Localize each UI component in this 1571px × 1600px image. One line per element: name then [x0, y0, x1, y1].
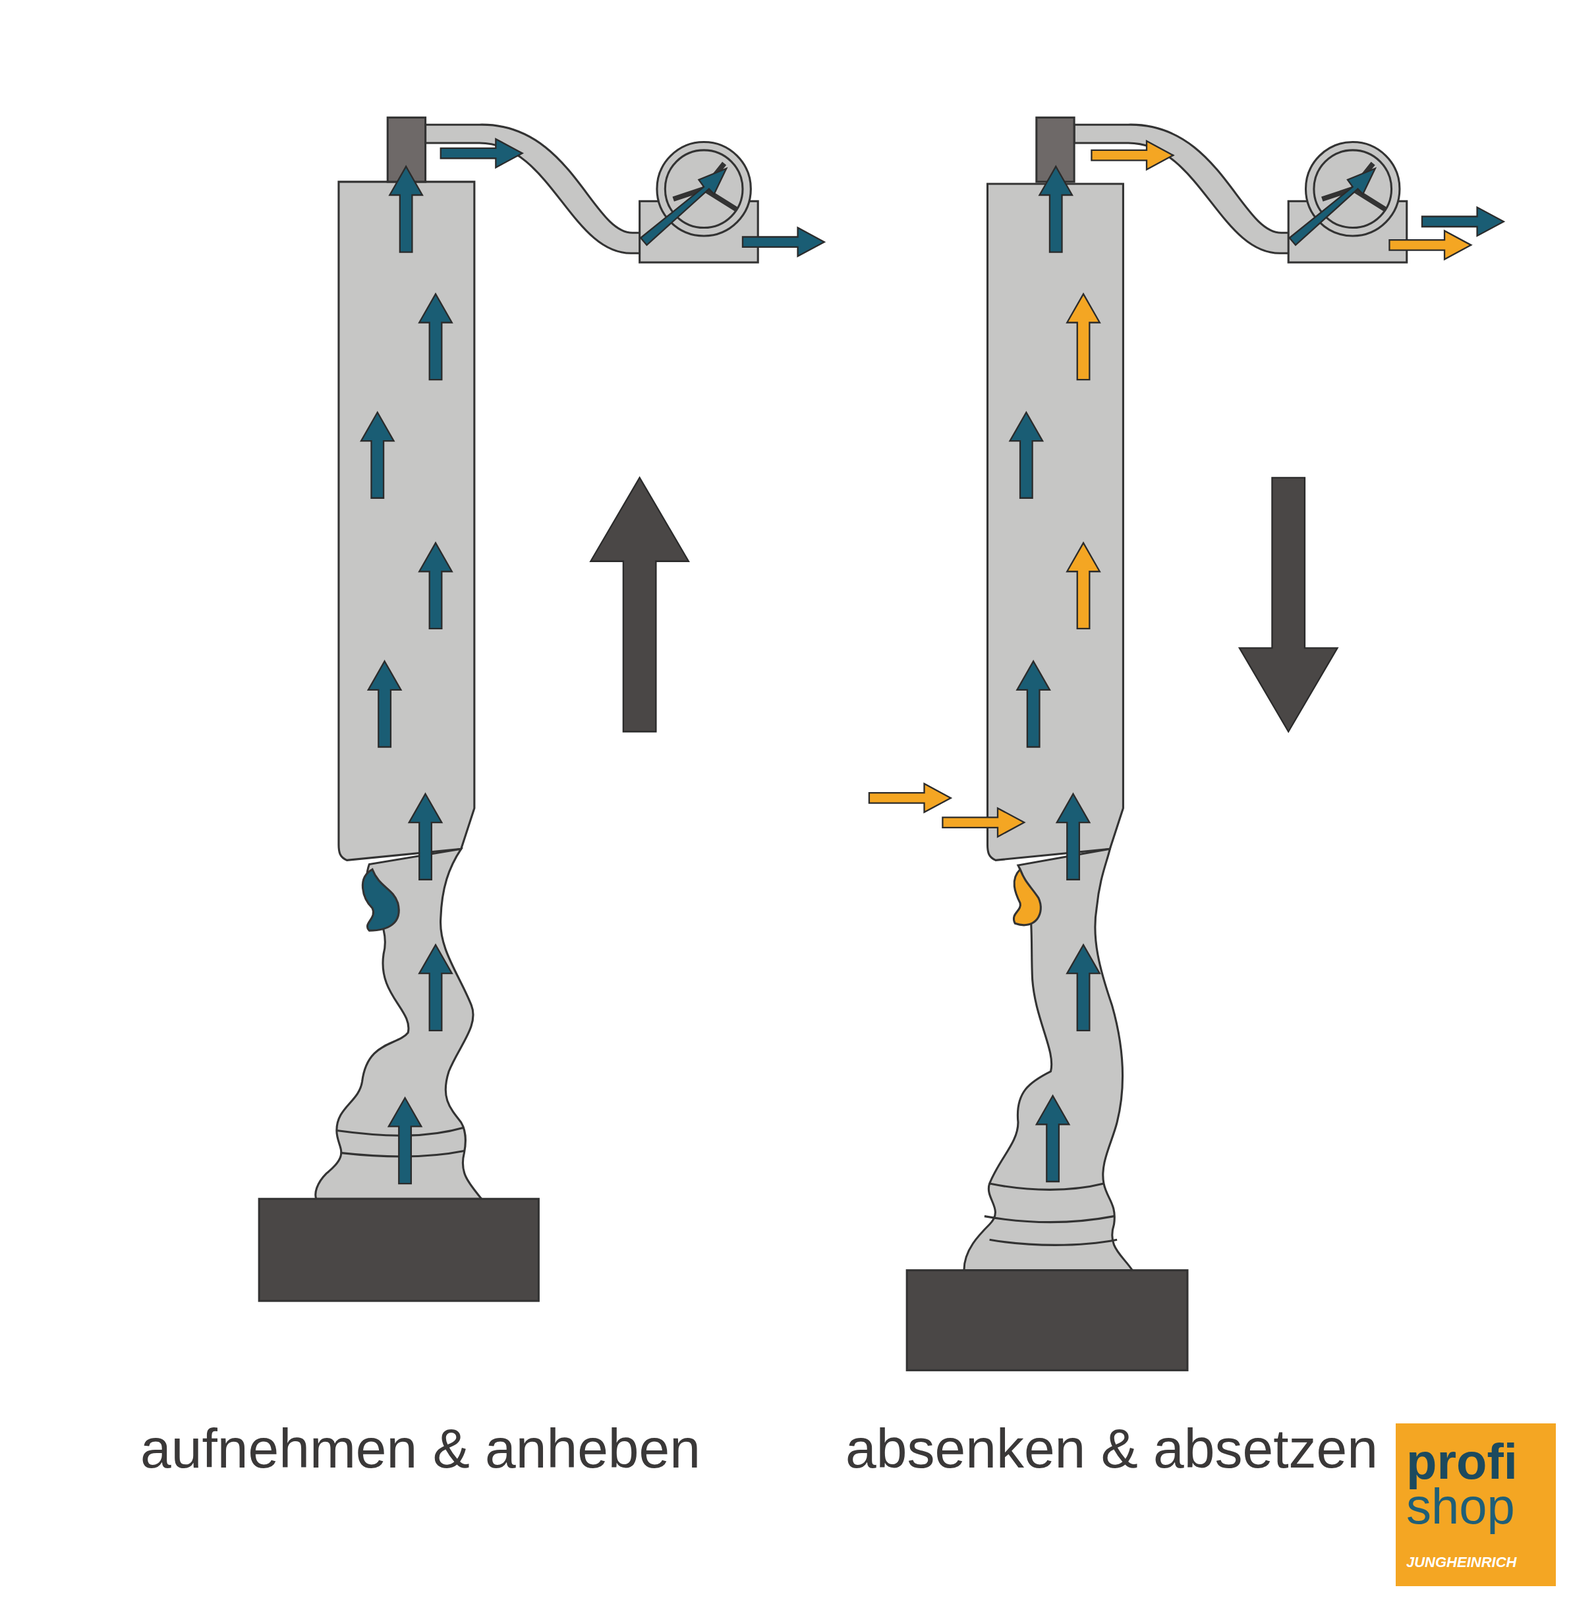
caption-text: absenken & absetzen	[845, 1416, 1378, 1481]
logo-badge: profishopJUNGHEINRICH	[1395, 1423, 1556, 1587]
logo-text: profi	[1406, 1436, 1518, 1487]
caption-text: aufnehmen & anheben	[140, 1416, 701, 1481]
logo-text: JUNGHEINRICH	[1406, 1555, 1517, 1570]
logo-text: shop	[1406, 1481, 1515, 1532]
